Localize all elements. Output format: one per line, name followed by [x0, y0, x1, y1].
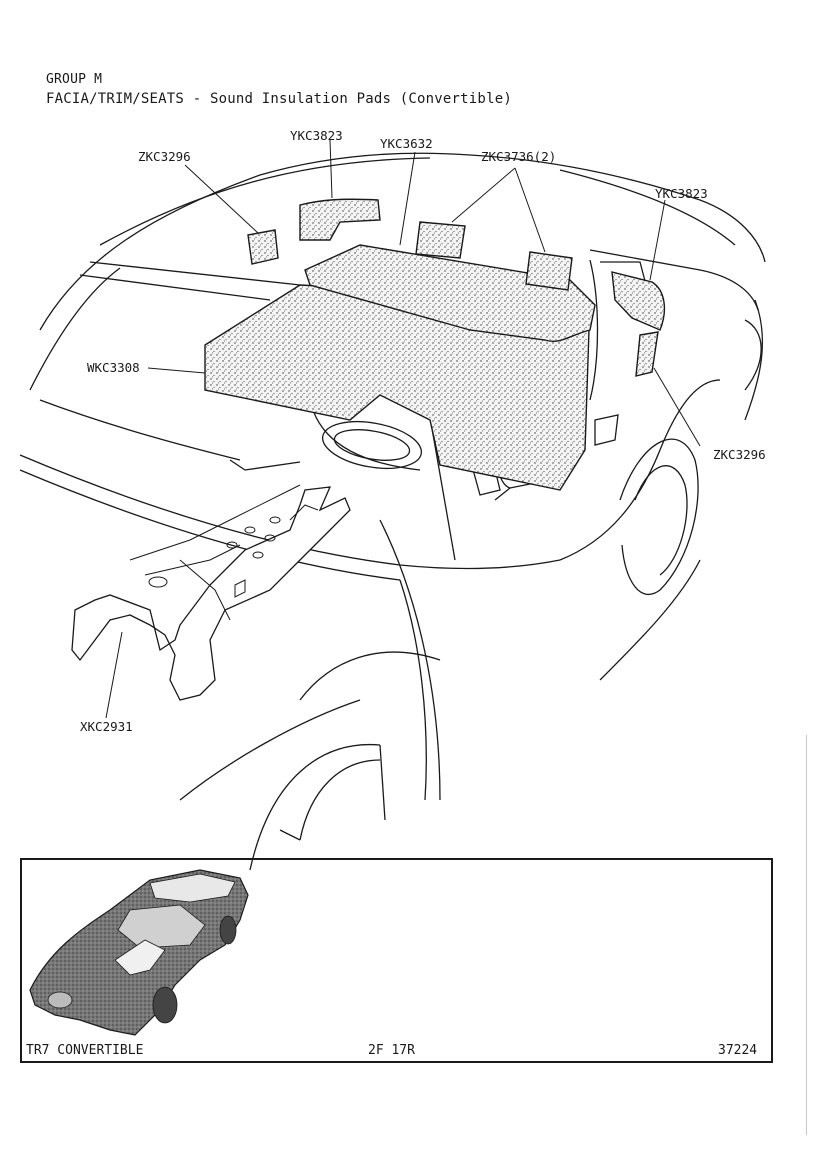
insulation-pads: [204, 198, 666, 491]
label-zkc3296-right: ZKC3296: [713, 447, 766, 462]
pad-ykc3823-top: [299, 198, 381, 241]
pad-zkc3296-right: [635, 331, 659, 377]
footer-model: TR7 CONVERTIBLE: [26, 1043, 144, 1058]
scan-edge-line: [806, 735, 807, 1135]
leader-lines: [105, 139, 701, 719]
footer-frame: [20, 858, 773, 1063]
group-heading: GROUP M: [46, 72, 103, 87]
label-wkc3308: WKC3308: [87, 360, 140, 375]
part-labels: ZKC3296 YKC3823 YKC3632 ZKC3736(2) YKC38…: [80, 128, 766, 734]
footer-drawing-number: 37224: [718, 1043, 758, 1058]
tunnel-panel: [71, 484, 351, 701]
pad-zkc3736-a: [415, 221, 466, 259]
label-ykc3823-right: YKC3823: [655, 186, 708, 201]
label-xkc2931: XKC2931: [80, 719, 133, 734]
label-ykc3823-top: YKC3823: [290, 128, 343, 143]
page-title: FACIA/TRIM/SEATS - Sound Insulation Pads…: [46, 91, 512, 107]
pad-ykc3823-right: [611, 271, 666, 331]
label-ykc3632: YKC3632: [380, 136, 433, 151]
car-body-outline: [19, 152, 766, 871]
label-zkc3736: ZKC3736(2): [481, 149, 556, 164]
thumbnail-car-image: [29, 869, 249, 1036]
steering-wheel: [321, 421, 423, 469]
pad-ykc3632: [304, 244, 596, 342]
pad-zkc3296-left: [247, 229, 279, 265]
pad-zkc3736-b: [525, 251, 573, 291]
label-zkc3296-left: ZKC3296: [138, 149, 191, 164]
footer-page-ref: 2F 17R: [368, 1043, 415, 1058]
